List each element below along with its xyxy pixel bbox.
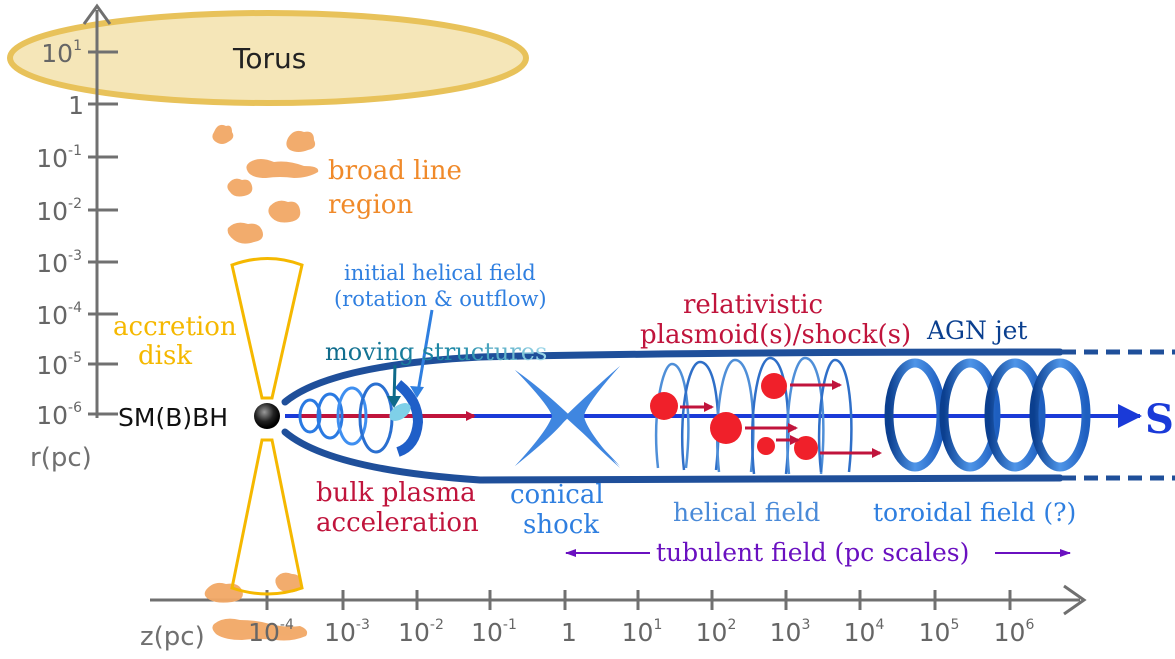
jet-outline-dashed-extension (1062, 349, 1175, 481)
helix-coil (786, 356, 825, 475)
jet-outline (281, 348, 1064, 484)
accretion-disk-label-2: disk (138, 341, 193, 371)
conical-shock-label-2: shock (523, 510, 600, 540)
conical-shock-label-1: conical (510, 480, 604, 510)
broad-line-region-clouds (204, 124, 319, 641)
toroidal-field-rings (884, 358, 1091, 472)
plasmoids (650, 373, 818, 460)
z-axis-tick-label: 10-3 (324, 617, 370, 647)
z-axis-tick-label: 103 (769, 617, 811, 647)
r-axis-arrowhead (82, 3, 112, 25)
r-axis-tick-label: 10-6 (36, 400, 82, 430)
torus-shape (7, 10, 529, 106)
r-axis-tick-label: 10-3 (36, 248, 82, 278)
initial-helical-pointer-head (410, 386, 424, 398)
broad-line-label-1: broad line (328, 156, 462, 186)
r-axis-tick-label: 10-1 (36, 143, 82, 173)
jet-axis-arrowhead (1118, 404, 1142, 428)
broad-line-label-2: region (328, 190, 414, 220)
smbh-label: SM(B)BH (118, 403, 229, 432)
z-axis-tick-label: 10-4 (248, 617, 294, 647)
r-axis-label: r(pc) (30, 443, 92, 473)
helix-coil (654, 362, 690, 469)
z-axis-tick-label: 105 (918, 617, 960, 647)
r-axis-tick-label: 10-5 (36, 350, 82, 380)
r-axis-tick-label: 1 (68, 91, 84, 120)
jet-end-label: S (1145, 396, 1174, 443)
z-axis-tick-label: 104 (843, 617, 885, 647)
initial-helical-label-2: (rotation & outflow) (334, 287, 547, 311)
agn-jet-label: AGN jet (927, 316, 1028, 345)
initial-helical-label-1: initial helical field (344, 261, 536, 285)
initial-helical-pointer (416, 309, 434, 393)
z-axis-label: z(pc) (140, 622, 205, 652)
z-axis-tick-label: 101 (621, 617, 663, 647)
turbulent-field-label: tubulent field (pc scales) (656, 538, 970, 567)
helical-field-label: helical field (673, 498, 821, 527)
bulk-plasma-label-1: bulk plasma (316, 478, 476, 508)
bulk-plasma-label-2: acceleration (316, 508, 479, 538)
accretion-disk-label-1: accretion (113, 312, 237, 342)
moving-structures-label: moving structures (325, 340, 547, 364)
z-axis-tick-label: 10-2 (398, 617, 444, 647)
z-axis-arrowhead (1063, 584, 1087, 616)
helix-coil (818, 358, 853, 473)
plasmoid-arrows (680, 380, 882, 458)
moving-structures-text: moving structures (325, 338, 548, 366)
black-hole (254, 403, 280, 429)
initial-helical-field-coils (298, 380, 424, 457)
relativistic-label-1: relativistic (683, 290, 824, 320)
r-axis-tick-label: 10-2 (36, 196, 82, 226)
accretion-disk-shape (230, 257, 304, 596)
z-axis-tick-label: 106 (993, 617, 1035, 647)
relativistic-label-2: plasmoid(s)/shock(s) (640, 320, 912, 350)
torus-label: Torus (233, 42, 307, 75)
conical-shock-x (515, 366, 620, 468)
z-axis-tick-label: 102 (695, 617, 737, 647)
moving-structures-pointer-head (387, 396, 401, 408)
toroidal-field-label: toroidal field (?) (873, 498, 1077, 527)
moving-structure-blob (389, 403, 411, 421)
z-axis-tick-label: 1 (561, 618, 577, 647)
moving-structures-pointer (392, 364, 397, 403)
r-axis-tick-label: 101 (41, 38, 82, 68)
r-axis-tick-label: 10-4 (36, 300, 82, 330)
z-axis-tick-label: 10-1 (471, 617, 517, 647)
